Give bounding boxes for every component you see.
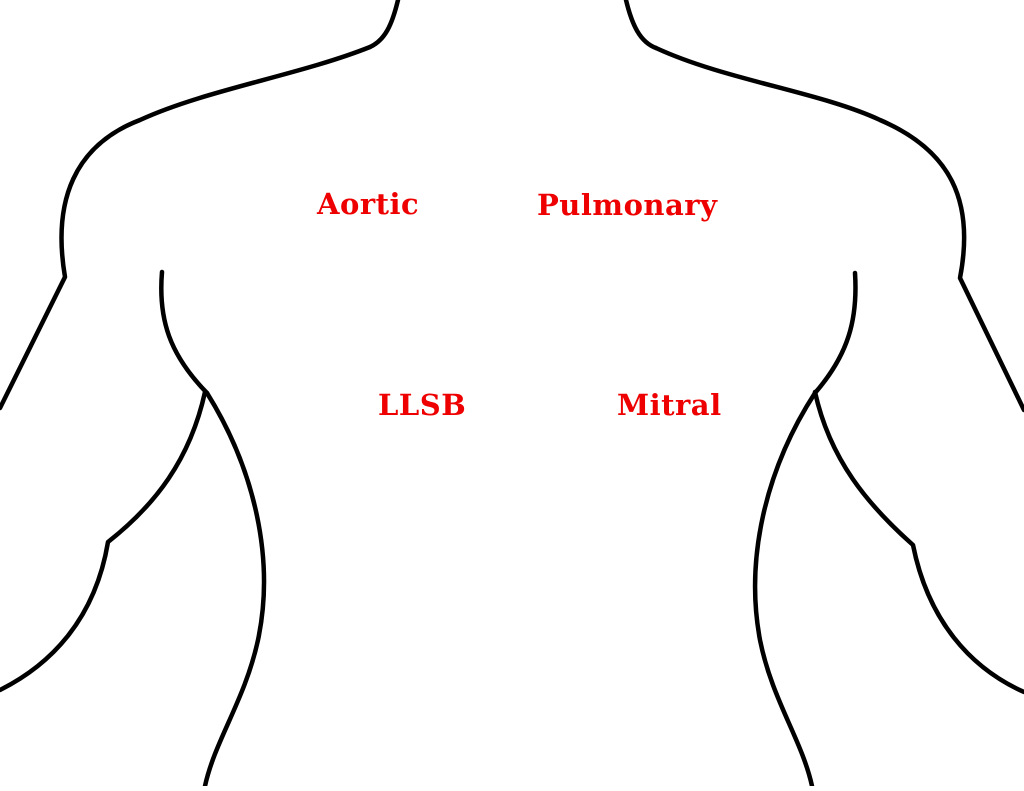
left-inner-arm-line bbox=[0, 389, 208, 693]
aortic-area-label: Aortic bbox=[317, 187, 420, 221]
llsb-area-label: LLSB bbox=[378, 388, 467, 422]
right-inner-arm-line bbox=[812, 389, 1024, 695]
pulmonary-area-label: Pulmonary bbox=[537, 188, 718, 222]
neck-left-line bbox=[367, 0, 401, 50]
left-shoulder-arm-line bbox=[0, 44, 373, 411]
mitral-area-label: Mitral bbox=[617, 388, 722, 422]
right-torso-line bbox=[752, 390, 818, 789]
neck-right-line bbox=[623, 0, 659, 51]
left-pectoral-line bbox=[159, 269, 210, 396]
right-shoulder-arm-line bbox=[653, 45, 1024, 413]
right-pectoral-line bbox=[812, 270, 858, 396]
left-torso-line bbox=[202, 390, 267, 789]
